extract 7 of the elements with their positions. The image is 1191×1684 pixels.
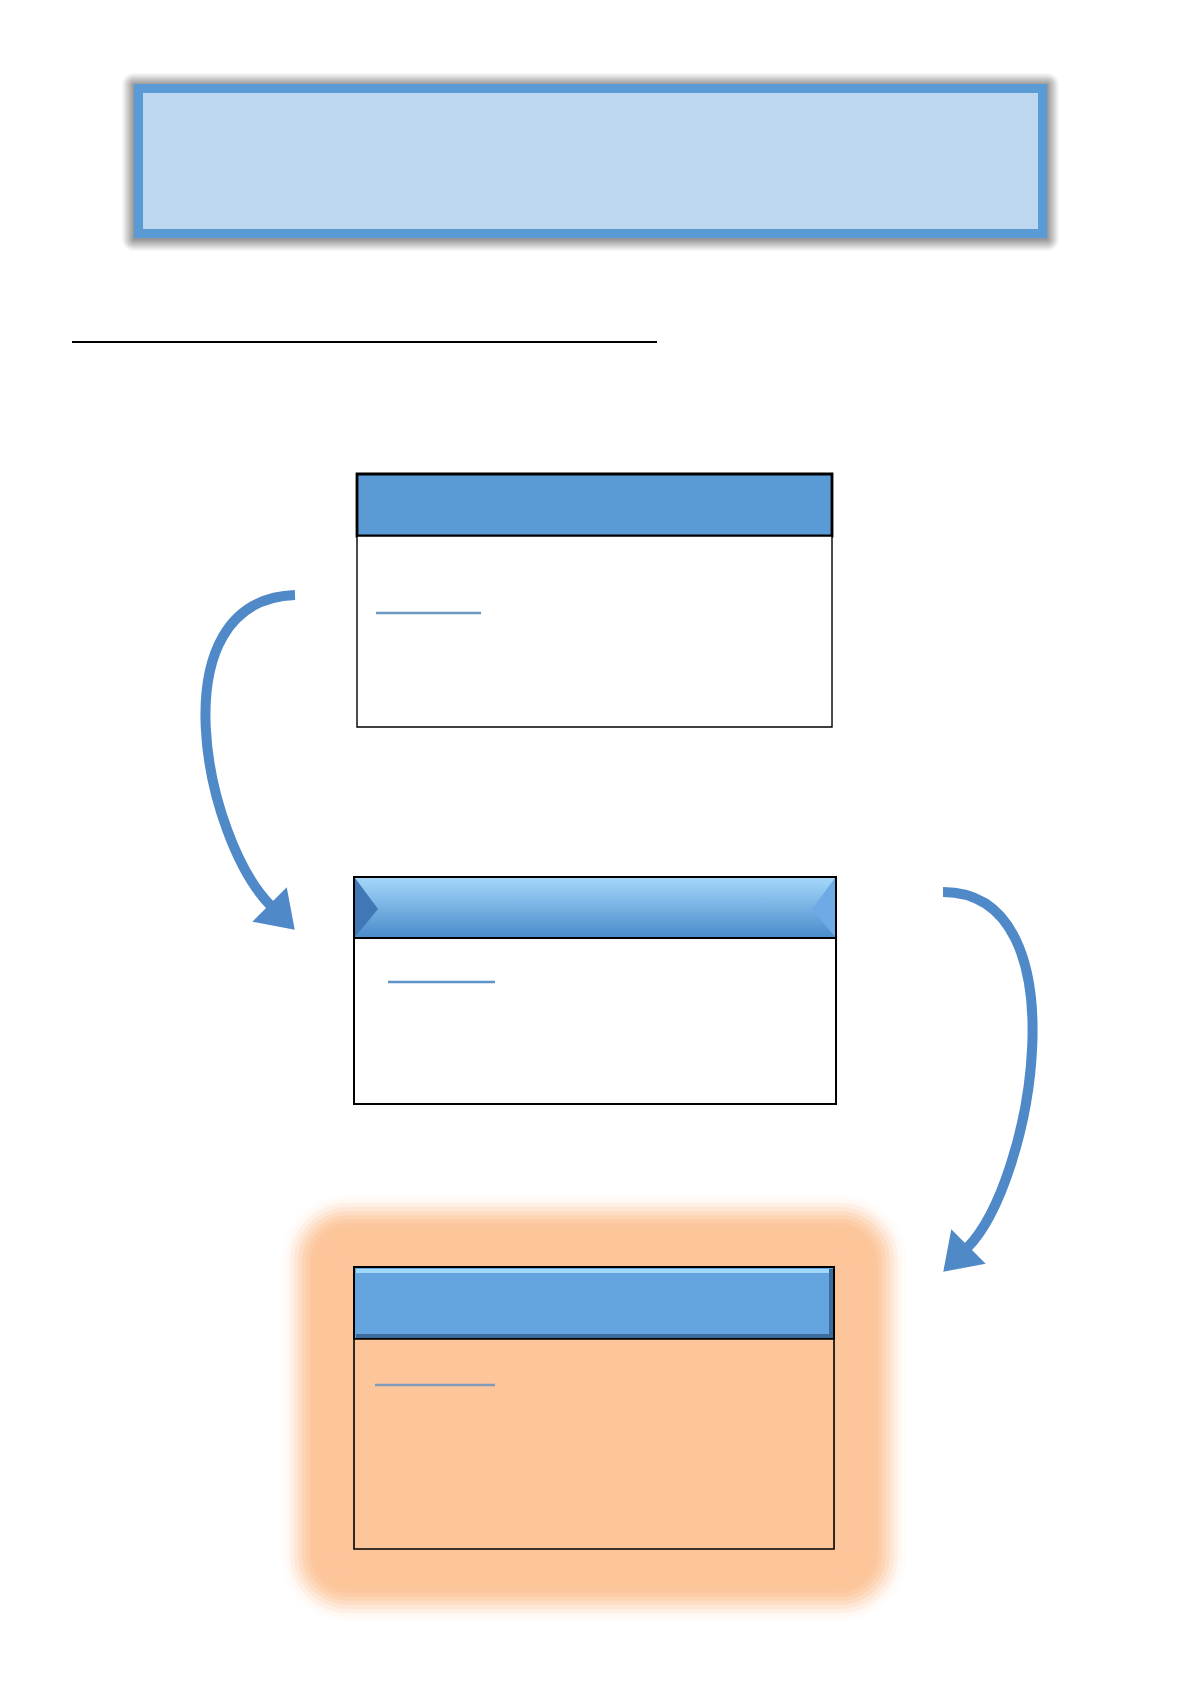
card-body — [353, 1338, 835, 1550]
card-body — [353, 937, 837, 1105]
card-header — [353, 1266, 835, 1340]
banner-box — [122, 73, 1059, 251]
card-header — [353, 876, 837, 939]
card-body — [356, 535, 833, 728]
card-header — [355, 472, 834, 538]
